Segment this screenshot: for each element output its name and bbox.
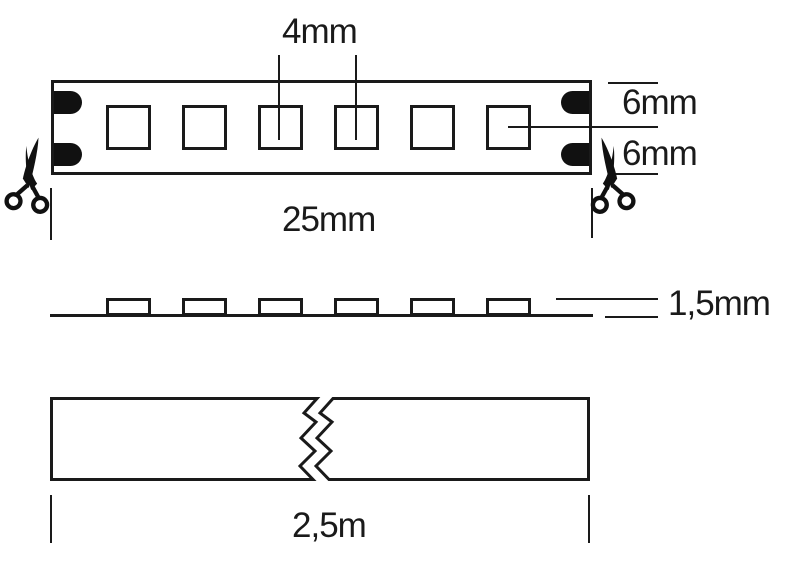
dimension-tick	[588, 495, 590, 543]
dimension-tick	[608, 173, 658, 175]
dimension-tick	[50, 495, 52, 543]
dimension-leader-line	[508, 126, 658, 128]
dimension-leader-line	[605, 316, 658, 318]
dimension-tick	[591, 188, 593, 238]
dimension-leader-line	[355, 55, 357, 140]
strip-side-view-baseline	[50, 314, 593, 317]
dimension-label-segment-length: 25mm	[282, 200, 376, 239]
dimension-label-led-size: 4mm	[282, 12, 358, 51]
scissors-icon	[590, 137, 636, 214]
dimension-label-total-length: 2,5m	[292, 506, 367, 545]
dimension-tick	[608, 82, 658, 84]
solder-contact	[54, 91, 82, 114]
scissors-icon	[4, 137, 50, 214]
dimension-label-cut-lower: 6mm	[622, 134, 698, 173]
solder-contact	[561, 91, 589, 114]
strip-roll-view-with-break	[50, 397, 590, 481]
dimension-tick	[50, 188, 52, 240]
dimension-label-cut-upper: 6mm	[622, 83, 698, 122]
dimension-leader-line	[556, 298, 658, 300]
dimension-label-thickness: 1,5mm	[668, 284, 771, 323]
dimension-leader-line	[278, 55, 280, 140]
solder-contact	[561, 143, 589, 166]
solder-contact	[54, 143, 82, 166]
